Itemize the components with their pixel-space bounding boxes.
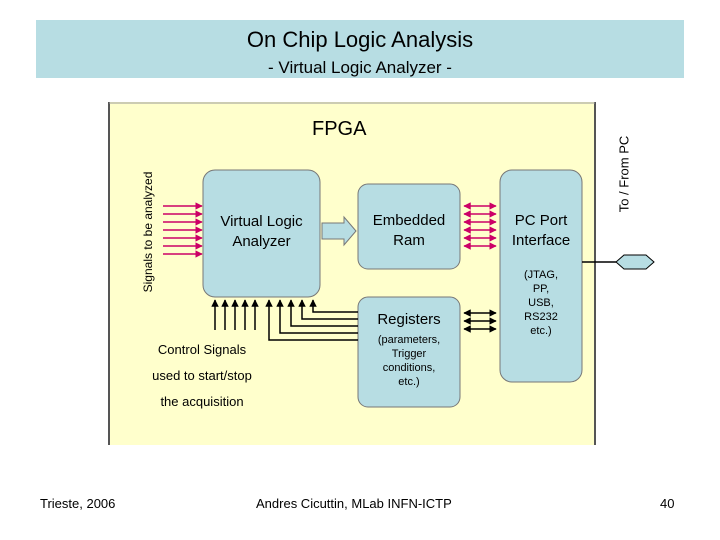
control-caption-line: used to start/stop <box>152 368 252 383</box>
registers-pc-links <box>463 309 497 333</box>
control-caption-line: the acquisition <box>160 394 244 409</box>
registers-detail-line: etc.) <box>398 376 420 388</box>
pc-port-detail-line: (JTAG, <box>523 269 558 281</box>
ram-label-line1: Embedded <box>372 212 446 229</box>
ram-block <box>357 183 461 270</box>
to-from-pc-label: To / From PC <box>616 135 632 213</box>
pc-port-label: PC Port Interface <box>500 211 582 251</box>
slide-number: 40 <box>660 496 675 511</box>
pc-port-detail-line: USB, <box>528 297 554 309</box>
registers-detail-line: Trigger <box>391 348 427 360</box>
vla-label-line1: Virtual Logic <box>220 213 303 230</box>
register-bus-arrow <box>298 299 358 320</box>
pc-port-detail: (JTAG, PP, USB, RS232 etc.) <box>500 268 582 338</box>
pc-port-detail-line: PP, <box>532 283 550 295</box>
fpga-label: FPGA <box>312 118 367 140</box>
register-bus-arrow <box>309 299 358 313</box>
signal-arrows <box>163 202 203 258</box>
registers-detail-line: (parameters, <box>377 334 441 346</box>
vla-label-line2: Analyzer <box>232 233 291 250</box>
vla-label: Virtual Logic Analyzer <box>203 212 320 252</box>
ram-label-line2: Ram <box>393 232 425 249</box>
pc-port-label-line2: Interface <box>511 232 571 249</box>
footer-left: Trieste, 2006 <box>40 496 116 511</box>
register-bus-arrow <box>287 299 358 327</box>
registers-block <box>357 296 461 408</box>
pc-connector <box>615 254 655 270</box>
ram-pc-links <box>463 202 497 250</box>
control-caption-line: Control Signals <box>157 342 247 357</box>
vla-block <box>202 169 321 298</box>
signals-label: Signals to be analyzed <box>141 171 155 293</box>
vla-to-ram-arrow <box>321 215 357 247</box>
ram-label: Embedded Ram <box>358 211 460 251</box>
footer-center: Andres Cicuttin, MLab INFN-ICTP <box>256 496 452 511</box>
pc-port-block <box>499 169 583 383</box>
register-bus-arrow <box>265 299 358 341</box>
registers-label: Registers <box>377 311 441 328</box>
control-signals-caption: Control Signals used to start/stop the a… <box>140 337 264 415</box>
slide-title: On Chip Logic Analysis <box>246 27 474 52</box>
pc-port-label-line1: PC Port <box>514 212 568 229</box>
registers-detail-line: conditions, <box>382 362 436 374</box>
title-band: On Chip Logic Analysis - Virtual Logic A… <box>36 20 684 78</box>
pc-port-detail-line: RS232 <box>524 311 558 323</box>
pc-port-detail-line: etc.) <box>530 325 552 337</box>
register-bus-arrow <box>276 299 358 334</box>
slide-subtitle: - Virtual Logic Analyzer - <box>268 58 452 77</box>
registers-detail: (parameters, Trigger conditions, etc.) <box>358 333 460 389</box>
control-signal-arrows <box>211 299 358 341</box>
